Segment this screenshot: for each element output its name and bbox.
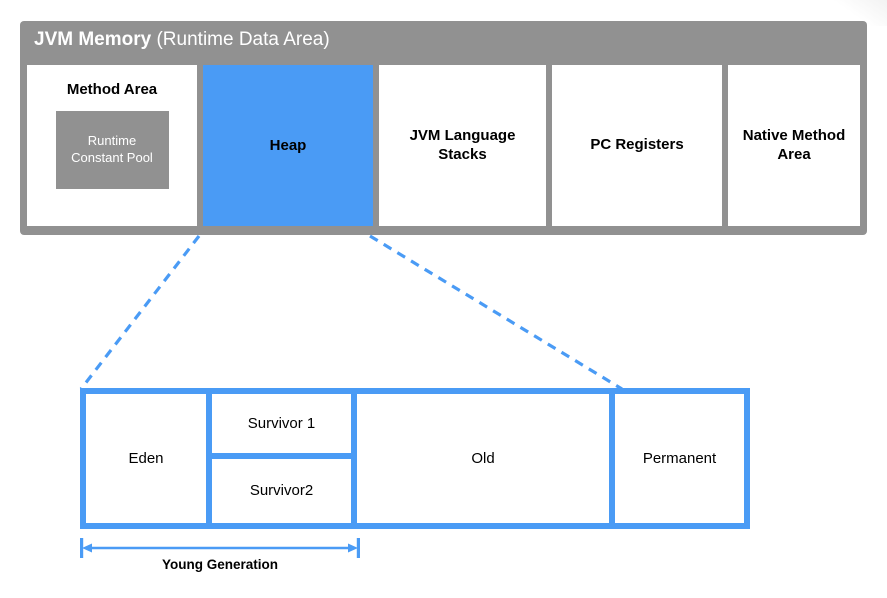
jvm-language-stacks-label: JVM Language Stacks <box>410 127 516 165</box>
memory-region-method-area[interactable]: Method Area Runtime Constant Pool <box>27 65 197 226</box>
arrow-head-left <box>82 543 92 553</box>
method-area-label: Method Area <box>66 81 158 98</box>
runtime-constant-pool-box[interactable]: Runtime Constant Pool <box>55 111 169 189</box>
memory-region-jvm-language-stacks[interactable]: JVM Language Stacks <box>379 65 546 226</box>
heap-region-survivor-2[interactable]: Survivor2 <box>212 458 351 523</box>
eden-label: Eden <box>128 450 164 467</box>
stacks-line1: JVM Language <box>409 126 516 144</box>
heap-region-survivor-1[interactable]: Survivor 1 <box>212 394 351 459</box>
heap-region-eden[interactable]: Eden <box>86 394 212 523</box>
runtime-data-area-row: Method Area Runtime Constant Pool Heap J… <box>27 65 860 226</box>
pc-registers-label: PC Registers <box>590 136 684 154</box>
memory-region-native-method-area[interactable]: Native Method Area <box>728 65 860 226</box>
heap-label: Heap <box>269 137 307 154</box>
permanent-label: Permanent <box>642 450 717 467</box>
jvm-memory-title-rest: (Runtime Data Area) <box>151 29 330 50</box>
young-generation-label: Young Generation <box>161 557 278 572</box>
runtime-constant-pool-line2: Constant Pool <box>71 150 153 165</box>
memory-region-heap[interactable]: Heap <box>203 65 373 226</box>
memory-region-pc-registers[interactable]: PC Registers <box>552 65 722 226</box>
heap-region-permanent[interactable]: Permanent <box>615 394 744 523</box>
young-generation-annotation: Young Generation <box>80 537 360 583</box>
runtime-constant-pool-line1: Runtime <box>87 133 137 149</box>
old-label: Old <box>471 450 495 467</box>
stacks-line2: Stacks <box>438 145 487 163</box>
native-line1: Native Method <box>742 126 846 144</box>
heap-region-survivors: Survivor 1 Survivor2 <box>212 394 357 523</box>
survivor-1-label: Survivor 1 <box>247 414 316 432</box>
native-line2: Area <box>777 145 811 163</box>
heap-detail-diagram: Eden Survivor 1 Survivor2 Old Permanent <box>80 388 750 529</box>
arrow-head-right <box>348 543 358 553</box>
jvm-memory-container: JVM Memory (Runtime Data Area) Method Ar… <box>20 21 867 235</box>
jvm-memory-header: JVM Memory (Runtime Data Area) <box>20 21 867 58</box>
native-method-area-label: Native Method Area <box>743 127 846 165</box>
jvm-memory-title-strong: JVM Memory <box>34 29 152 50</box>
connector-line-right <box>369 234 623 391</box>
connector-line-left <box>79 235 201 390</box>
young-generation-arrow <box>80 538 360 558</box>
heap-region-old[interactable]: Old <box>357 394 615 523</box>
survivor-2-label: Survivor2 <box>249 482 314 500</box>
